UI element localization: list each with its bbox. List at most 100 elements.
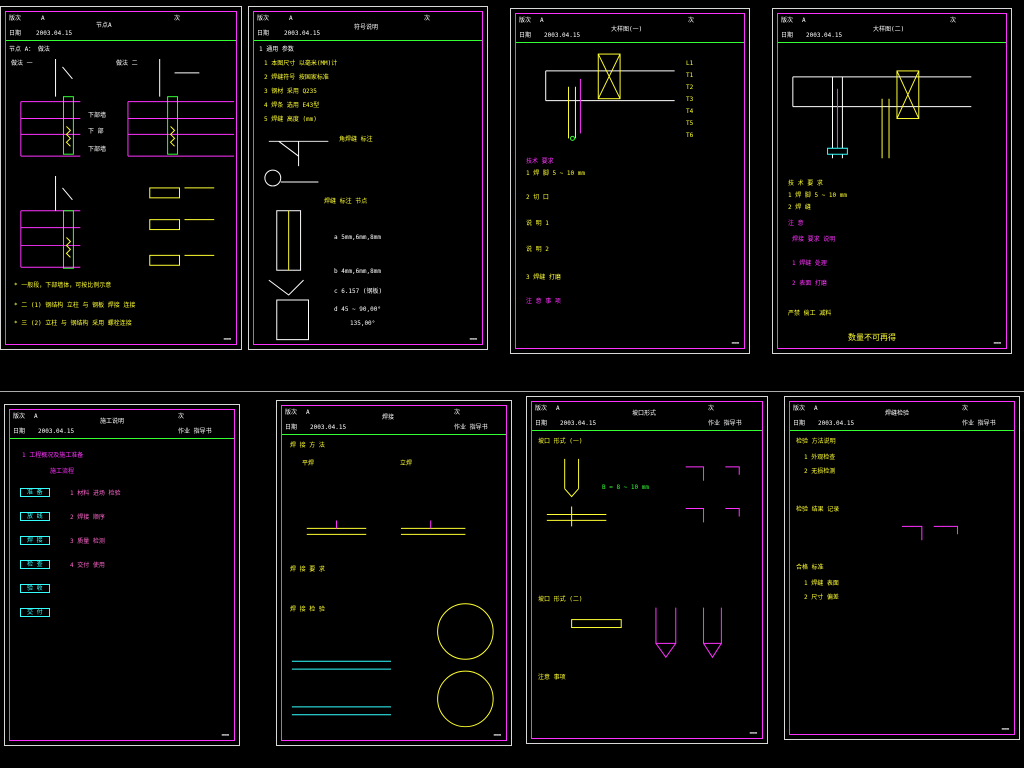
sheet-2[interactable]: 版次 A 日期 2003.04.15 符号说明 次 1 通用 参数 1 本图尺寸… xyxy=(248,6,488,350)
note: 1 焊 脚 5 ~ 10 mm xyxy=(788,192,847,199)
note: 2 焊缝符号 按国家标准 xyxy=(264,74,329,81)
sheet-title: 焊缝检验 xyxy=(885,410,910,417)
note: 2 表面 打磨 xyxy=(792,280,827,287)
flow-step: 检 查 xyxy=(20,560,50,569)
sheet-subtitle: 作业 指导书 xyxy=(178,428,212,435)
note: 5 焊缝 高度 (mm) xyxy=(264,116,317,123)
date-value: 2003.04.15 xyxy=(806,32,843,39)
flow-step: 交 付 xyxy=(20,608,50,617)
date-label: 日期 xyxy=(13,428,26,435)
stamp: ▬▬▬ xyxy=(749,730,757,735)
note: 1 通用 参数 xyxy=(259,46,294,53)
note: 平焊 xyxy=(302,460,315,467)
note: 2 切 口 xyxy=(526,194,549,201)
page-label: 次 xyxy=(688,17,695,24)
date-label: 日期 xyxy=(793,420,806,427)
date-value: 2003.04.15 xyxy=(284,30,321,37)
sheet-7[interactable]: 版次 A 日期 2003.04.15 坡口形式 次 作业 指导书 坡口 形式 (… xyxy=(526,396,768,744)
rev-value: A xyxy=(802,17,806,24)
sheet-1[interactable]: 版次 A 日期 2003.04.15 节点A 次 节点 A： 做法 做法 一 做… xyxy=(0,6,242,350)
title-block-line xyxy=(778,42,1006,43)
sheet-border: 版次 A 日期 2003.04.15 符号说明 次 1 通用 参数 1 本图尺寸… xyxy=(253,11,483,345)
rev-value: A xyxy=(556,405,560,412)
note: 4 焊条 选用 E43型 xyxy=(264,102,320,109)
flow-step: 焊 接 xyxy=(20,536,50,545)
rev-value: A xyxy=(814,405,818,412)
sheet-subtitle: 作业 指导书 xyxy=(962,420,996,427)
rev-label: 版次 xyxy=(285,409,298,416)
note: 焊接 要求 说明 xyxy=(792,236,836,243)
date-value: 2003.04.15 xyxy=(38,428,75,435)
note: 焊 接 方 法 xyxy=(290,442,325,449)
sheet-title: 节点A xyxy=(96,22,112,29)
date-label: 日期 xyxy=(257,30,270,37)
note: T6 xyxy=(686,132,694,139)
note: 1 焊缝 表面 xyxy=(804,580,839,587)
note: 严禁 偷工 减料 xyxy=(788,310,832,317)
rev-value: A xyxy=(34,413,38,420)
note: 3 焊缝 打磨 xyxy=(526,274,561,281)
sheet-border: 版次 A 日期 2003.04.15 焊接 次 作业 指导书 焊 接 方 法 平… xyxy=(281,405,507,741)
sheet-title: 坡口形式 xyxy=(632,410,657,417)
title-block-line xyxy=(790,430,1014,431)
note: T1 xyxy=(686,72,694,79)
sheet-title: 焊接 xyxy=(382,414,395,421)
note: 技 术 要 求 xyxy=(788,180,823,187)
note: 节点 A： 做法 xyxy=(9,46,50,53)
bevel-drawing xyxy=(546,458,740,659)
title-block-line xyxy=(282,434,506,435)
rev-label: 版次 xyxy=(9,15,22,22)
note: d 45 ~ 90,00° xyxy=(334,306,381,313)
note: 3 钢材 采用 Q235 xyxy=(264,88,317,95)
sheet-border: 版次 A 日期 2003.04.15 节点A 次 节点 A： 做法 做法 一 做… xyxy=(5,11,237,345)
sheet-5[interactable]: 版次 A 日期 2003.04.15 施工说明 次 作业 指导书 1 工程概况及… xyxy=(4,404,240,746)
note: 角焊缝 标注 xyxy=(339,136,373,143)
sheet-3[interactable]: 版次 A 日期 2003.04.15 大样图(一) 次 L1 T1 T2 T3 … xyxy=(510,8,750,354)
note: 1 工程概况及施工准备 xyxy=(22,452,84,459)
sheet-title: 大样图(二) xyxy=(873,26,905,33)
note: 135,00° xyxy=(350,320,376,327)
note: 注 意 xyxy=(788,220,804,227)
title-block-line xyxy=(10,438,234,439)
note: 1 本图尺寸 以毫米(MM)计 xyxy=(264,60,338,67)
sheet-title: 施工说明 xyxy=(100,418,125,425)
rev-value: A xyxy=(41,15,45,22)
title-block-line xyxy=(516,42,744,43)
date-value: 2003.04.15 xyxy=(310,424,347,431)
note: 检验 结果 记录 xyxy=(796,506,840,513)
stamp: ▬▬▬ xyxy=(223,336,231,341)
flow-step: 准 备 xyxy=(20,488,50,497)
note: * 三 (2) 立柱 与 钢结构 采用 螺栓连接 xyxy=(14,320,132,327)
note: 1 焊缝 处理 xyxy=(792,260,827,267)
note: 技术 要求 xyxy=(526,158,554,165)
note: 焊 接 要 求 xyxy=(290,566,325,573)
rev-label: 版次 xyxy=(781,17,794,24)
inspection-drawing xyxy=(902,525,959,541)
sheet-8[interactable]: 版次 A 日期 2003.04.15 焊缝检验 次 作业 指导书 检验 方法说明… xyxy=(784,396,1020,740)
note: 立焊 xyxy=(400,460,413,467)
flow-step: 放 线 xyxy=(20,512,50,521)
sheet-4[interactable]: 版次 A 日期 2003.04.15 大样图(二) 次 技 术 要 求 1 焊 … xyxy=(772,8,1012,354)
note: 合格 标准 xyxy=(796,564,824,571)
note: 1 外观检查 xyxy=(804,454,836,461)
note: a 5mm,6mm,8mm xyxy=(334,234,381,241)
sheet-6[interactable]: 版次 A 日期 2003.04.15 焊接 次 作业 指导书 焊 接 方 法 平… xyxy=(276,400,512,746)
note: 数量不可再得 xyxy=(848,333,896,342)
detail-drawing xyxy=(20,58,235,269)
date-value: 2003.04.15 xyxy=(560,420,597,427)
note: 注 意 事 项 xyxy=(526,298,561,305)
stamp: ▬▬▬ xyxy=(493,732,501,737)
sheet-border: 版次 A 日期 2003.04.15 施工说明 次 作业 指导书 1 工程概况及… xyxy=(9,409,235,741)
note: 1 材料 进场 检验 xyxy=(70,490,121,497)
note: 3 质量 检测 xyxy=(70,538,105,545)
note: 做法 一 xyxy=(11,60,33,67)
note: 2 焊 缝 xyxy=(788,204,811,211)
rev-label: 版次 xyxy=(793,405,806,412)
stamp: ▬▬▬ xyxy=(1001,726,1009,731)
sheet-subtitle: 作业 指导书 xyxy=(454,424,488,431)
sheet-title: 大样图(一) xyxy=(611,26,643,33)
stamp: ▬▬▬ xyxy=(221,732,229,737)
stamp: ▬▬▬ xyxy=(993,340,1001,345)
note: 检验 方法说明 xyxy=(796,438,836,445)
note: 坡口 形式 (二) xyxy=(538,596,583,603)
